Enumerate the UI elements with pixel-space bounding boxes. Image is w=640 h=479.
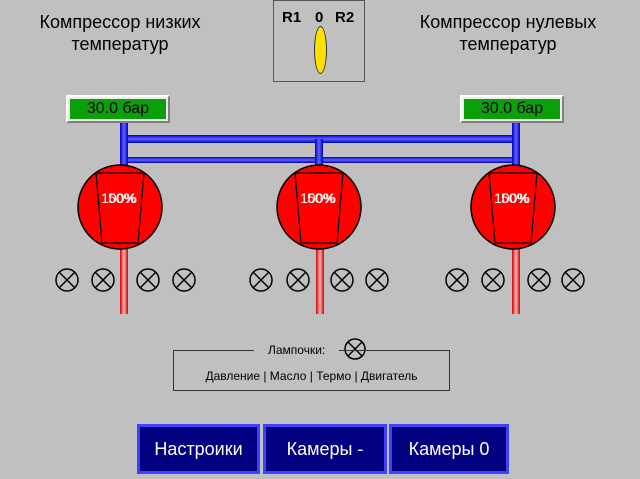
lamp-legend-title: Лампочки:: [254, 343, 340, 357]
lamp-icon: [55, 268, 79, 292]
lamp-icon: [481, 268, 505, 292]
cameras-zero-button[interactable]: Камеры 0: [389, 424, 509, 474]
compressor-zero-temp-title: Компрессор нулевых температур: [419, 12, 597, 54]
compressor-3-label-overlay: 50%: [501, 190, 529, 206]
compressor-3[interactable]: 100% 50%: [470, 164, 556, 250]
legend-lamp-icon: [344, 338, 366, 360]
lamp-icon: [330, 268, 354, 292]
blue-pipe-left: [120, 122, 128, 167]
compressor-1[interactable]: 100% 50%: [77, 164, 163, 250]
lamp-icon: [172, 268, 196, 292]
settings-button[interactable]: Настроики: [137, 424, 260, 474]
red-pipe-center: [316, 248, 324, 314]
compressor-2-label: 100%: [300, 190, 336, 206]
compressor-2[interactable]: 100% 50%: [276, 164, 362, 250]
compressor-1-label-overlay: 50%: [108, 190, 136, 206]
lamp-legend-panel: Лампочки: Давление | Масло | Термо | Дви…: [173, 343, 450, 391]
lamp-icon: [527, 268, 551, 292]
lamp-icon: [136, 268, 160, 292]
pressure-value-left: 30.0 бар: [70, 99, 166, 119]
lamp-icon: [365, 268, 389, 292]
lamp-icon: [249, 268, 273, 292]
red-pipe-right: [512, 248, 520, 314]
blue-pipe-right: [512, 122, 520, 167]
compressor-2-label-overlay: 50%: [307, 190, 335, 206]
switch-label-r1: R1: [282, 9, 302, 26]
compressor-1-label: 100%: [101, 190, 137, 206]
lamp-icon: [91, 268, 115, 292]
compressor-low-temp-title: Компрессор низких температур: [39, 12, 201, 54]
switch-label-r2: R2: [335, 9, 355, 26]
lamp-icon: [286, 268, 310, 292]
compressor-3-label: 100%: [494, 190, 530, 206]
switch-knob[interactable]: [314, 26, 327, 74]
indicator-lamps: [55, 268, 585, 292]
mode-switch[interactable]: R1 0 R2: [273, 0, 365, 82]
pressure-gauge-right: 30.0 бар: [460, 95, 564, 123]
switch-label-0: 0: [315, 9, 324, 26]
cameras-minus-button[interactable]: Камеры -: [263, 424, 387, 474]
red-pipe-left: [120, 248, 128, 314]
pressure-value-right: 30.0 бар: [464, 99, 560, 119]
lamp-legend-text: Давление | Масло | Термо | Двигатель: [205, 369, 418, 383]
lamp-icon: [445, 268, 469, 292]
lamp-icon: [561, 268, 585, 292]
pressure-gauge-left: 30.0 бар: [66, 95, 170, 123]
blue-pipe-center: [315, 139, 323, 167]
